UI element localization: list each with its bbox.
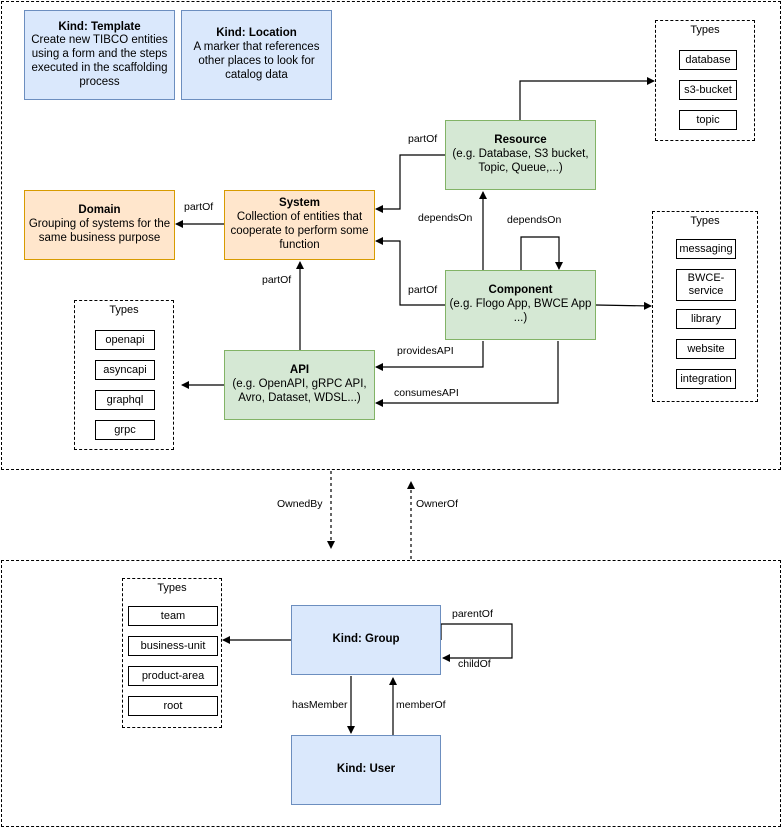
component-desc: (e.g. Flogo App, BWCE App ...) xyxy=(449,298,592,324)
label-child-of: childOf xyxy=(458,658,491,670)
label-provides-api: providesAPI xyxy=(397,345,454,357)
template-kind-box[interactable]: Kind: Template Create new TIBCO entities… xyxy=(24,10,175,100)
resource-box[interactable]: Resource (e.g. Database, S3 bucket, Topi… xyxy=(445,120,596,190)
api-types-title: Types xyxy=(109,304,139,316)
type-item-website[interactable]: website xyxy=(676,339,736,359)
location-desc: A marker that references other places to… xyxy=(193,41,320,81)
group-kind-box[interactable]: Kind: Group xyxy=(291,605,441,675)
resource-title: Resource xyxy=(494,134,547,147)
api-desc: (e.g. OpenAPI, gRPC API, Avro, Dataset, … xyxy=(232,378,367,404)
system-desc: Collection of entities that cooperate to… xyxy=(230,211,369,251)
type-item-asyncapi[interactable]: asyncapi xyxy=(95,360,155,380)
system-box[interactable]: System Collection of entities that coope… xyxy=(224,190,375,260)
label-component-resource: dependsOn xyxy=(418,212,473,224)
user-title: Kind: User xyxy=(336,763,396,776)
type-item-integration[interactable]: integration xyxy=(676,369,736,389)
label-resource-system: partOf xyxy=(408,133,438,145)
type-item-grpc[interactable]: grpc xyxy=(95,420,155,440)
type-item-s3-bucket[interactable]: s3-bucket xyxy=(679,80,737,100)
label-has-member: hasMember xyxy=(292,699,348,711)
group-types-title: Types xyxy=(157,582,187,594)
label-owner-of: OwnerOf xyxy=(416,498,459,510)
type-item-library[interactable]: library xyxy=(676,309,736,329)
type-item-product-area[interactable]: product-area xyxy=(128,666,218,686)
component-types-title: Types xyxy=(690,215,720,227)
component-title: Component xyxy=(488,284,553,297)
template-title: Kind: Template xyxy=(58,20,141,33)
user-kind-box[interactable]: Kind: User xyxy=(291,735,441,805)
api-box[interactable]: API (e.g. OpenAPI, gRPC API, Avro, Datas… xyxy=(224,350,375,420)
resource-types-group: Types database s3-bucket topic xyxy=(655,20,755,141)
resource-desc: (e.g. Database, S3 bucket, Topic, Queue,… xyxy=(452,148,589,174)
catalog-entities-group xyxy=(1,1,781,470)
type-item-topic[interactable]: topic xyxy=(679,110,737,130)
location-title: Kind: Location xyxy=(216,27,297,40)
domain-box[interactable]: Domain Grouping of systems for the same … xyxy=(24,190,175,260)
type-item-messaging[interactable]: messaging xyxy=(676,239,736,259)
group-types-group: Types team business-unit product-area ro… xyxy=(122,578,222,728)
type-item-root[interactable]: root xyxy=(128,696,218,716)
label-system-domain: partOf xyxy=(184,201,214,213)
api-title: API xyxy=(289,364,310,377)
component-types-group: Types messaging BWCE-service library web… xyxy=(652,211,758,402)
type-item-database[interactable]: database xyxy=(679,50,737,70)
template-desc: Create new TIBCO entities using a form a… xyxy=(31,34,168,88)
label-member-of: memberOf xyxy=(396,699,446,711)
label-api-system: partOf xyxy=(262,274,292,286)
organization-entities-group xyxy=(1,560,781,827)
label-consumes-api: consumesAPI xyxy=(394,387,459,399)
type-item-bwce-service[interactable]: BWCE-service xyxy=(676,269,736,301)
resource-types-title: Types xyxy=(690,24,720,36)
domain-desc: Grouping of systems for the same busines… xyxy=(28,218,171,244)
system-title: System xyxy=(279,197,320,210)
type-item-graphql[interactable]: graphql xyxy=(95,390,155,410)
label-component-system: partOf xyxy=(408,284,438,296)
type-item-openapi[interactable]: openapi xyxy=(95,330,155,350)
domain-title: Domain xyxy=(78,204,121,217)
api-types-group: Types openapi asyncapi graphql grpc xyxy=(74,300,174,450)
label-component-self: dependsOn xyxy=(507,214,562,226)
group-title: Kind: Group xyxy=(332,633,400,646)
label-parent-of: parentOf xyxy=(452,608,493,620)
component-box[interactable]: Component (e.g. Flogo App, BWCE App ...) xyxy=(445,270,596,340)
label-owned-by: OwnedBy xyxy=(277,498,323,510)
type-item-team[interactable]: team xyxy=(128,606,218,626)
location-kind-box[interactable]: Kind: Location A marker that references … xyxy=(181,10,332,100)
type-item-business-unit[interactable]: business-unit xyxy=(128,636,218,656)
